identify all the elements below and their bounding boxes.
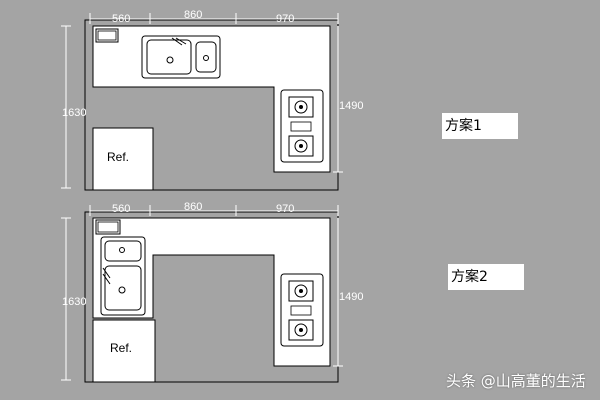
plan2-dim-top-a: 560 <box>112 203 130 215</box>
plan2: Ref. <box>61 201 363 383</box>
watermark-text: 头条 @山高董的生活 <box>446 372 586 390</box>
plan1-small-appliance <box>95 28 119 43</box>
plan1-dim-top-a: 560 <box>112 13 130 25</box>
plan2-caption: 方案2 <box>448 264 524 290</box>
plan2-dim-right: 1490 <box>339 291 363 303</box>
plan1-cooktop <box>280 89 324 163</box>
plan1-fridge-label: Ref. <box>107 150 129 164</box>
plan2-dim-top-b: 860 <box>184 201 202 213</box>
plan2-fridge <box>92 319 156 383</box>
plan2-counter <box>92 217 331 367</box>
plan1-dim-top-c: 970 <box>276 13 294 25</box>
plan1-double-sink <box>141 35 221 79</box>
plan1-dim-right: 1490 <box>339 100 363 112</box>
plan1-fridge <box>92 127 154 191</box>
plan2-small-appliance <box>95 219 121 235</box>
plan2-cooktop <box>280 273 324 347</box>
plan2-dimension-lines <box>61 205 343 381</box>
plan2-double-sink <box>100 236 146 316</box>
plan1-dim-left: 1630 <box>62 107 86 119</box>
plan1-caption: 方案1 <box>442 113 518 139</box>
plan1-dim-top-b: 860 <box>184 9 202 21</box>
plan2-dim-top-c: 970 <box>276 203 294 215</box>
plan2-dim-left: 1630 <box>62 296 86 308</box>
plan1-dimension-lines <box>61 13 343 189</box>
plan1: Ref. <box>61 9 363 191</box>
plan2-fridge-label: Ref. <box>110 341 132 355</box>
